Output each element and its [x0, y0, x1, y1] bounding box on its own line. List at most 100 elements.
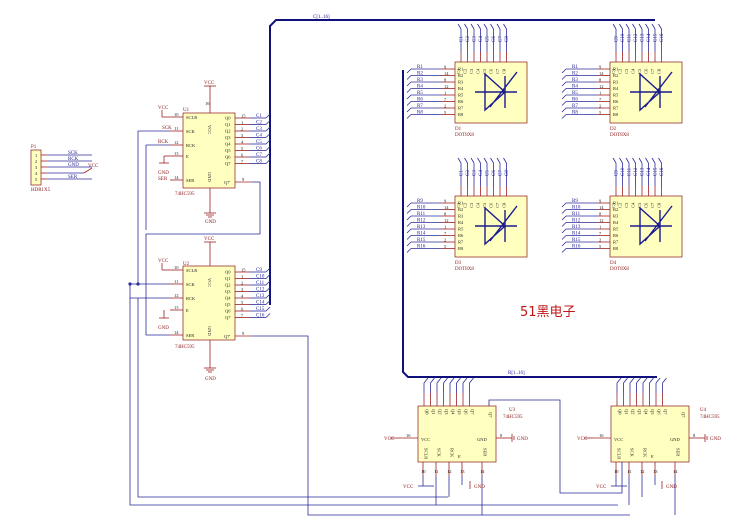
svg-text:4: 4 — [35, 171, 38, 176]
svg-text:14: 14 — [174, 330, 179, 335]
svg-text:15: 15 — [241, 114, 246, 119]
svg-text:C7: C7 — [256, 153, 262, 158]
svg-text:C6: C6 — [644, 202, 649, 208]
svg-text:R11: R11 — [417, 212, 426, 217]
svg-text:8: 8 — [444, 212, 447, 217]
svg-text:R5: R5 — [613, 93, 619, 98]
svg-text:SER: SER — [483, 448, 488, 456]
svg-text:Q5: Q5 — [650, 409, 655, 415]
svg-text:R3: R3 — [613, 80, 619, 85]
svg-text:7: 7 — [599, 231, 602, 236]
svg-text:R14: R14 — [417, 232, 426, 237]
led-diode-icon — [630, 205, 673, 246]
svg-text:9: 9 — [242, 177, 245, 182]
svg-text:13: 13 — [174, 305, 179, 310]
u1-vcc-label: VCC — [204, 81, 215, 86]
svg-text:10: 10 — [421, 469, 426, 474]
svg-text:2: 2 — [599, 104, 601, 109]
svg-text:C1: C1 — [456, 203, 461, 208]
svg-text:5: 5 — [599, 244, 602, 249]
connector-body — [30, 149, 42, 186]
svg-text:VCC: VCC — [421, 437, 430, 442]
svg-text:C15: C15 — [256, 307, 265, 312]
svg-text:C1: C1 — [256, 114, 262, 119]
svg-text:C11: C11 — [628, 33, 633, 42]
svg-text:C3: C3 — [469, 68, 474, 74]
svg-text:SER: SER — [186, 178, 194, 183]
svg-text:R10: R10 — [572, 206, 581, 211]
svg-text:9: 9 — [599, 199, 602, 204]
svg-text:C6: C6 — [489, 202, 494, 208]
svg-text:16: 16 — [599, 433, 604, 438]
svg-text:C10: C10 — [621, 33, 626, 42]
svg-text:R5: R5 — [613, 227, 619, 232]
svg-text:C14: C14 — [647, 33, 652, 42]
svg-text:C14: C14 — [647, 167, 652, 176]
svg-text:RCK: RCK — [186, 296, 196, 301]
svg-text:C5: C5 — [637, 202, 642, 208]
svg-text:7: 7 — [241, 159, 244, 164]
svg-text:R7: R7 — [417, 104, 423, 109]
svg-text:Q4: Q4 — [451, 409, 456, 415]
svg-text:VCC: VCC — [596, 485, 607, 490]
svg-text:Q6: Q6 — [464, 409, 469, 415]
svg-text:5: 5 — [444, 110, 447, 115]
svg-text:R8: R8 — [417, 111, 423, 116]
svg-text:C2: C2 — [463, 203, 468, 208]
svg-text:1: 1 — [599, 91, 601, 96]
svg-text:Q1: Q1 — [225, 276, 231, 281]
svg-text:C6: C6 — [256, 147, 262, 152]
svg-text:9: 9 — [444, 65, 447, 70]
svg-text:C16: C16 — [660, 167, 665, 176]
svg-text:2: 2 — [444, 238, 446, 243]
svg-text:5: 5 — [599, 110, 602, 115]
svg-text:C7: C7 — [495, 202, 500, 208]
svg-text:C11: C11 — [256, 281, 265, 286]
svg-text:C8: C8 — [502, 68, 507, 74]
svg-text:RCK: RCK — [643, 448, 648, 458]
svg-text:E: E — [651, 454, 654, 459]
page-title: 51黑电子 — [520, 305, 576, 320]
svg-text:R7: R7 — [613, 240, 619, 245]
svg-text:RCK: RCK — [68, 157, 79, 162]
svg-text:12: 12 — [174, 140, 179, 145]
svg-text:8: 8 — [599, 78, 602, 83]
svg-text:12: 12 — [599, 218, 604, 223]
svg-text:5: 5 — [241, 300, 244, 305]
svg-text:R9: R9 — [572, 199, 578, 204]
svg-text:C8: C8 — [505, 170, 510, 176]
svg-text:1: 1 — [599, 225, 601, 230]
svg-text:Q2: Q2 — [225, 283, 231, 288]
svg-text:C16: C16 — [256, 314, 265, 319]
svg-text:GND: GND — [474, 485, 485, 490]
svg-text:1: 1 — [444, 225, 446, 230]
svg-text:C4: C4 — [476, 202, 481, 208]
svg-text:Q0: Q0 — [618, 409, 623, 415]
svg-text:GND: GND — [207, 326, 212, 336]
svg-text:13: 13 — [174, 151, 179, 156]
control-wiring — [128, 130, 630, 516]
svg-text:C11: C11 — [628, 167, 633, 176]
svg-text:C8: C8 — [657, 202, 662, 208]
svg-text:C3: C3 — [624, 202, 629, 208]
svg-text:16: 16 — [205, 101, 210, 106]
svg-text:C16: C16 — [660, 33, 665, 42]
svg-text:R4: R4 — [613, 86, 619, 91]
svg-text:Q7: Q7 — [663, 409, 668, 415]
svg-text:13: 13 — [460, 469, 465, 474]
svg-text:R1: R1 — [572, 65, 578, 70]
svg-text:GND: GND — [670, 437, 680, 442]
svg-text:10: 10 — [614, 469, 619, 474]
svg-text:R13: R13 — [572, 225, 581, 230]
u1-body — [182, 112, 236, 189]
svg-text:Q5: Q5 — [457, 409, 462, 415]
